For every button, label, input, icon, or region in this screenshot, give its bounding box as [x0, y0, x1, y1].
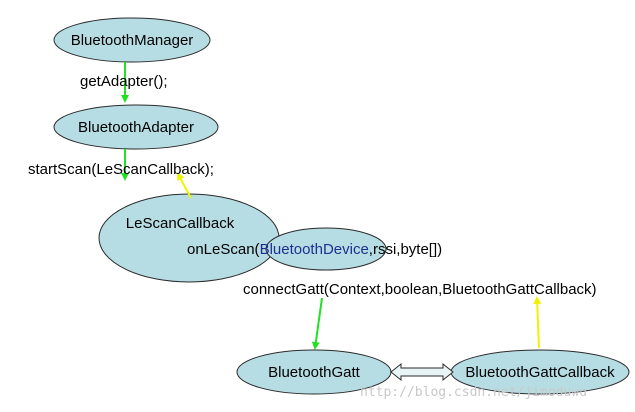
edge-gatt-callback-to-connect-gatt: [533, 296, 542, 349]
node-bluetooth-gatt-callback-label: BluetoothGattCallback: [465, 364, 615, 381]
label-connect-gatt: connectGatt(Context,boolean,BluetoothGat…: [243, 281, 597, 298]
label-on-le-scan-suffix: ,rssi,byte[]): [369, 241, 442, 258]
node-bluetooth-manager-label: BluetoothManager: [71, 32, 194, 49]
node-bluetooth-adapter: [53, 104, 219, 150]
label-on-le-scan: onLeScan(BluetoothDevice,rssi,byte[]): [187, 241, 442, 258]
node-bluetooth-device: [265, 227, 387, 271]
node-le-scan-callback: [98, 193, 280, 283]
node-le-scan-callback-label: LeScanCallback: [126, 215, 235, 232]
node-bluetooth-manager: [53, 17, 211, 63]
watermark: http://blog.csdn.net/jimoduwu: [360, 385, 587, 400]
edge-connect-gatt-to-gatt: [311, 297, 323, 350]
label-start-scan: startScan(LeScanCallback);: [28, 161, 214, 178]
label-on-le-scan-prefix: onLeScan(: [187, 241, 260, 258]
node-bluetooth-adapter-label: BluetoothAdapter: [78, 119, 194, 136]
edge-scan-callback-to-start-scan: [177, 172, 192, 199]
label-get-adapter: getAdapter();: [80, 73, 168, 90]
node-bluetooth-device-label: BluetoothDevice: [260, 241, 369, 258]
link-gatt-gatt-callback: [390, 362, 454, 382]
node-bluetooth-gatt-label: BluetoothGatt: [268, 364, 361, 381]
